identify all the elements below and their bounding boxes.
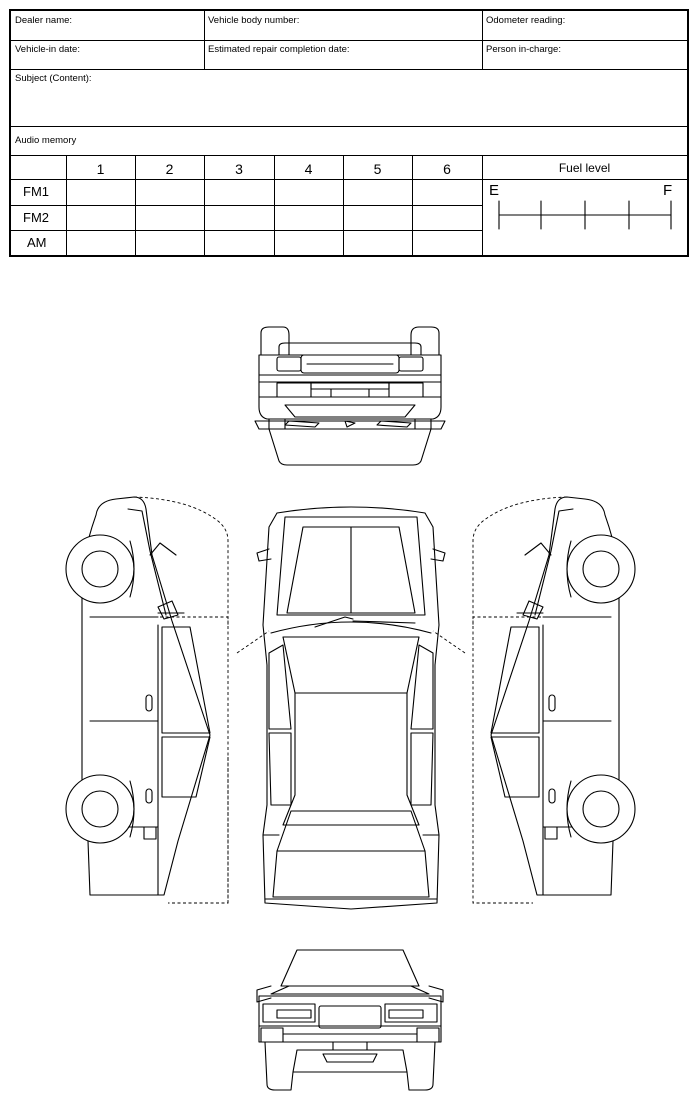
form-divider xyxy=(412,155,413,256)
form-divider xyxy=(135,155,136,256)
form-divider xyxy=(11,126,687,127)
person-in-charge-field[interactable]: Person in-charge: xyxy=(486,44,561,55)
audio-memory-label: Audio memory xyxy=(15,135,77,146)
dealer-name-field[interactable]: Dealer name: xyxy=(15,15,73,26)
form-divider xyxy=(11,205,482,206)
vehicle-in-date-field[interactable]: Vehicle-in date: xyxy=(15,44,80,55)
band-label-fm1: FM1 xyxy=(23,184,49,199)
repair-inspection-form: Dealer name: Vehicle body number: Odomet… xyxy=(9,9,689,257)
vehicle-body-number-field[interactable]: Vehicle body number: xyxy=(208,15,300,26)
car-left-side-view[interactable] xyxy=(60,495,235,905)
fuel-empty-label: E xyxy=(489,182,500,199)
form-divider xyxy=(11,69,687,70)
fuel-level-title: Fuel level xyxy=(558,161,611,175)
subject-content-field[interactable]: Subject (Content): xyxy=(15,73,92,84)
form-divider xyxy=(274,155,275,256)
preset-number: 2 xyxy=(165,161,174,177)
preset-number: 5 xyxy=(373,161,382,177)
form-divider xyxy=(482,11,483,69)
preset-number: 4 xyxy=(304,161,313,177)
form-divider xyxy=(66,155,67,256)
car-front-view[interactable] xyxy=(253,946,447,1092)
form-divider xyxy=(11,155,687,156)
form-divider xyxy=(11,40,687,41)
band-label-fm2: FM2 xyxy=(23,210,49,225)
form-divider xyxy=(204,155,205,256)
form-divider xyxy=(11,179,687,180)
preset-number: 6 xyxy=(443,161,451,177)
car-right-side-view[interactable] xyxy=(466,495,641,905)
form-divider xyxy=(11,230,482,231)
car-rear-view[interactable] xyxy=(255,325,445,467)
form-divider xyxy=(343,155,344,256)
odometer-reading-field[interactable]: Odometer reading: xyxy=(486,15,566,26)
fuel-gauge-scale[interactable] xyxy=(497,197,673,233)
estimated-completion-date-field[interactable]: Estimated repair completion date: xyxy=(208,44,350,55)
preset-number: 3 xyxy=(235,161,243,177)
form-divider xyxy=(482,155,483,256)
band-label-am: AM xyxy=(27,235,47,250)
car-top-view[interactable] xyxy=(235,505,467,913)
preset-number: 1 xyxy=(96,161,105,177)
form-divider xyxy=(204,11,205,69)
fuel-full-label: F xyxy=(663,182,673,199)
